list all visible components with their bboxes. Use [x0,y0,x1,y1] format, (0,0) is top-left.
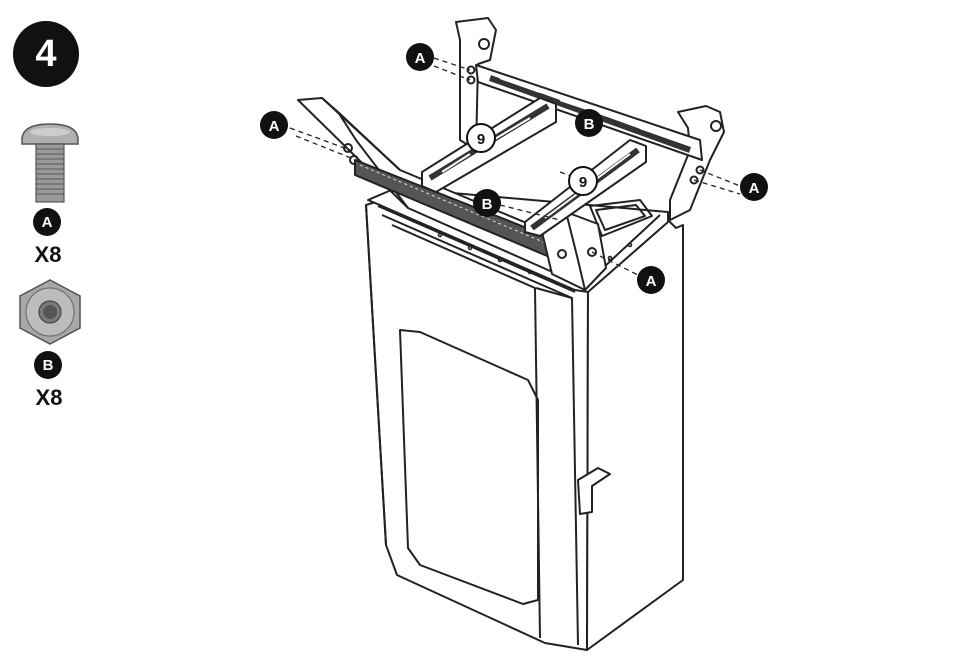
screw-icon [21,123,79,203]
parts-list: A X8 B X8 [0,0,100,658]
nut-icon [19,279,81,345]
callout-a-left: A [260,111,288,139]
callout-b-front: B [473,189,501,217]
callout-a-top: A [406,43,434,71]
callout-9-left-label: 9 [477,131,485,148]
callout-9-left: 9 [466,123,496,153]
callout-a-top-label: A [415,50,426,67]
callout-b-top-label: B [584,116,595,133]
callout-a-right: A [740,173,768,201]
bracket-rear-right [669,105,725,221]
part-b-badge: B [34,351,62,379]
part-b-letter: B [42,356,54,374]
callout-a-left-label: A [269,118,280,135]
callout-a-bottom-label: A [646,273,657,290]
callout-a-bottom: A [637,266,665,294]
part-a-badge: A [33,208,61,236]
callout-a-right-label: A [749,180,760,197]
part-b-quantity: X8 [35,385,63,410]
callout-b-top: B [575,109,603,137]
door-latch [577,467,611,515]
part-a-letter: A [41,213,53,231]
step-number-badge: 4 [13,21,79,87]
callout-b-front-label: B [482,196,493,213]
callout-9-right-label: 9 [579,174,587,191]
callout-9-right: 9 [568,166,598,196]
cabinet-body [365,199,684,651]
bracket-rear-left [455,17,497,151]
step-number: 4 [35,32,57,75]
part-a-quantity: X8 [34,242,62,267]
